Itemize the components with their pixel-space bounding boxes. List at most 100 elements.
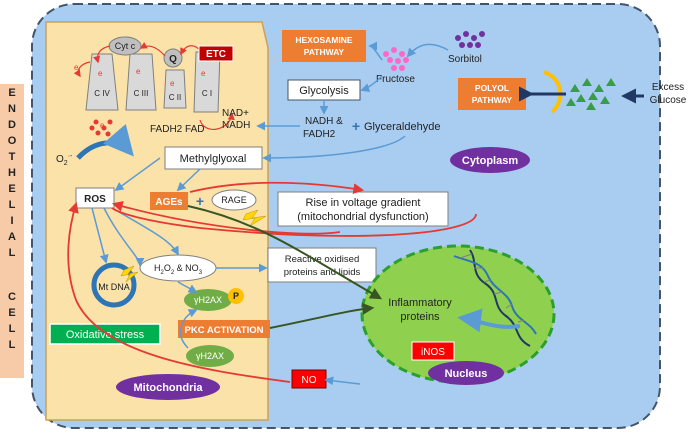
nadh-fadh2-line1: NADH & xyxy=(305,116,343,127)
inflammatory-line2: proteins xyxy=(400,311,440,323)
ros-to-h2o2-arrow xyxy=(103,207,145,267)
hexosamine-line1: HEXOSAMINE xyxy=(295,35,352,45)
superoxide-label: O2·- xyxy=(56,153,73,167)
fructose-dot xyxy=(395,58,401,64)
glucose-molecules xyxy=(566,78,616,110)
glucose-triangle xyxy=(566,98,576,106)
inos-label: iNOS xyxy=(421,347,445,358)
plus-sign: + xyxy=(196,193,204,209)
electron-dot xyxy=(93,119,99,125)
oxidative-stress-label: Oxidative stress xyxy=(66,329,145,341)
dna-rung xyxy=(493,291,503,295)
cell-letter: L xyxy=(9,323,16,335)
cytoplasm-pill xyxy=(450,147,530,173)
fructose-label: Fructose xyxy=(376,74,415,85)
hexosamine-pathway-box xyxy=(282,30,366,62)
fructose-molecules xyxy=(383,47,409,71)
inos-to-no-arrow xyxy=(324,376,361,386)
sorbitol-dot xyxy=(455,35,461,41)
mitochondria-label: Mitochondria xyxy=(133,382,203,394)
endo-letter: N xyxy=(8,103,16,115)
pkc-to-inflammatory-arrow xyxy=(269,302,375,329)
rage-ellipse xyxy=(211,189,257,211)
electron-label: e xyxy=(136,67,141,76)
reactive-line1: Reactive oxidised xyxy=(285,254,359,265)
excess-line1: Excess xyxy=(652,82,684,93)
gamma-h2ax-bottom-label: γH2AX xyxy=(196,351,224,361)
oxidative-stress-box xyxy=(49,323,161,345)
endothelial-label: E N D O T H E L I A L C E L L xyxy=(8,87,17,351)
rage-label: RAGE xyxy=(221,195,247,205)
fructose-dot xyxy=(403,57,409,63)
ros-box xyxy=(75,187,115,209)
ages-label: AGEs xyxy=(155,197,183,208)
sorbitol-label: Sorbitol xyxy=(448,54,482,65)
methylglyoxal-to-ros-arrow xyxy=(114,157,161,192)
glycolysis-label: Glycolysis xyxy=(299,85,349,97)
voltage-line1: Rise in voltage gradient xyxy=(306,197,421,209)
dna-rung xyxy=(483,279,491,283)
mitochondria-pill xyxy=(116,374,220,400)
endo-letter: H xyxy=(8,167,16,179)
electron-arrow xyxy=(73,61,91,78)
gamma-h2ax-bottom xyxy=(186,345,234,367)
etc-badge xyxy=(198,45,234,62)
nadh-label: NADH xyxy=(222,120,250,131)
dna-rung xyxy=(517,319,525,323)
fadh2-fad-label: FADH2 FAD xyxy=(150,124,204,135)
sorbitol-dot xyxy=(463,31,469,37)
electron-dot xyxy=(101,125,107,131)
polyol-line2: PATHWAY xyxy=(472,95,513,105)
electron-dot xyxy=(95,130,101,136)
glucose-triangle xyxy=(576,94,586,102)
fructose-dot xyxy=(399,51,405,57)
cell-letter: C xyxy=(8,291,16,303)
h2o2-label: H2O2 & NO3 xyxy=(154,263,203,276)
glyceraldehyde-to-methylglyoxal-arrow xyxy=(262,135,406,163)
electron-label: e xyxy=(98,69,103,78)
polyol-curve-arrow xyxy=(543,70,563,114)
electron-dot xyxy=(89,125,95,131)
sorbitol-dot xyxy=(467,42,473,48)
c-i-label: C I xyxy=(202,89,212,98)
cell-letter: E xyxy=(8,307,15,319)
endo-letter: D xyxy=(8,119,16,131)
voltage-loop-arrow xyxy=(111,207,477,237)
fructose-dot xyxy=(391,47,397,53)
electron-arrow xyxy=(139,42,166,57)
polyol-pathway-box xyxy=(458,78,526,110)
phospho-circle xyxy=(228,288,244,304)
dna-rung xyxy=(459,253,473,259)
endo-letter: T xyxy=(9,151,16,163)
endo-letter: E xyxy=(8,87,15,99)
nadh-fadh2-line2: FADH2 xyxy=(303,129,336,140)
h2ax-cycle-arrow xyxy=(179,309,198,349)
dna-to-protein-arrow xyxy=(457,308,521,333)
endo-letter: L xyxy=(9,247,16,259)
pkc-activation-box xyxy=(178,320,270,338)
etc-group: Cyt c Q C IV C III C II C I e e e e e e … xyxy=(73,36,250,137)
plus-sign-2: + xyxy=(352,118,360,134)
phospho-label: P xyxy=(233,291,239,301)
endo-letter: I xyxy=(10,215,13,227)
fructose-dot xyxy=(399,65,405,71)
glucose-triangle xyxy=(600,96,610,104)
h2o2-to-h2ax-arrow xyxy=(177,281,198,293)
fructose-dot xyxy=(387,57,393,63)
hexosamine-line2: PATHWAY xyxy=(304,47,345,57)
c-iii-label: C III xyxy=(134,89,149,98)
methylglyoxal-to-ages-arrow xyxy=(176,168,201,192)
superoxide-curve-arrow xyxy=(76,124,134,160)
etc-label: ETC xyxy=(206,49,226,60)
no-label: NO xyxy=(302,375,317,386)
ages-to-voltage-arrow xyxy=(189,181,365,194)
complex-iv xyxy=(85,53,119,111)
ages-to-inflammatory-arrow xyxy=(187,205,383,300)
complex-ii xyxy=(163,69,187,109)
glucose-triangle xyxy=(582,78,592,86)
dna-rung xyxy=(505,303,513,309)
ages-box xyxy=(150,192,188,210)
sorbitol-molecules xyxy=(455,31,485,48)
sorbitol-dot xyxy=(459,42,465,48)
